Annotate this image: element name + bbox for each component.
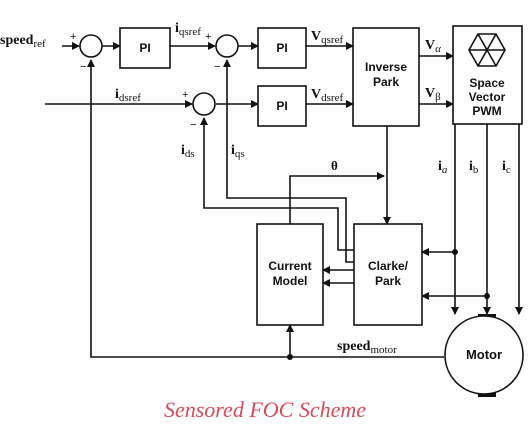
svg-text:Model: Model (273, 274, 308, 288)
svg-text:−: − (190, 119, 196, 131)
clarke-park-block: Clarke/ Park (353, 223, 423, 326)
motor-icon: Motor (444, 314, 524, 397)
svg-text:Park: Park (375, 274, 401, 288)
iq-summer (215, 34, 239, 58)
svg-text:Park: Park (373, 75, 399, 89)
label-vdsref: Vdsref (311, 87, 343, 104)
label-iqsref: iqsref (175, 21, 201, 38)
hexagon-icon (468, 33, 506, 67)
pi-q-block: PI (257, 27, 307, 69)
svpwm-block: Space Vector PWM (452, 25, 523, 125)
svg-text:+: + (182, 89, 188, 101)
label-theta: θ (331, 158, 338, 173)
svg-text:Current: Current (268, 259, 311, 273)
svg-text:PWM: PWM (472, 104, 501, 118)
inverse-park-block: Inverse Park (352, 27, 420, 127)
label-vqsref: Vqsref (311, 29, 343, 46)
label-idsref: idsref (115, 87, 141, 104)
pi-d-block: PI (257, 85, 307, 127)
label-vbeta: Vβ (425, 86, 441, 103)
svg-text:PI: PI (276, 99, 287, 113)
label-valpha: Vα (425, 38, 441, 55)
svg-text:PI: PI (139, 41, 150, 55)
label-ic: ic (502, 159, 511, 176)
svg-text:+: + (205, 31, 211, 43)
label-ids: ids (181, 143, 195, 160)
svg-text:Space: Space (469, 76, 505, 90)
svg-text:−: − (80, 61, 86, 73)
signal-labels: speedref iqsref idsref Vqsref Vdsref Vα … (0, 21, 511, 356)
summer-signs: + − + − + − (70, 31, 220, 131)
label-ib: ib (469, 159, 479, 176)
label-ia: ia (438, 159, 448, 176)
svg-text:+: + (70, 31, 76, 43)
svg-text:−: − (214, 61, 220, 73)
svg-text:PI: PI (276, 41, 287, 55)
current-model-block: Current Model (256, 223, 324, 326)
speed-summer (79, 34, 103, 58)
svg-text:Inverse: Inverse (365, 60, 407, 74)
sum-junctions (79, 34, 239, 116)
signal-wires (45, 42, 523, 360)
pi-speed-block: PI (119, 27, 171, 69)
svg-text:Vector: Vector (469, 90, 506, 104)
label-iqs: iqs (231, 143, 245, 160)
id-summer (192, 92, 216, 116)
svg-text:Motor: Motor (466, 347, 502, 362)
svg-text:Clarke/: Clarke/ (368, 259, 409, 273)
label-speed-motor: speedmotor (337, 339, 397, 356)
diagram-caption: Sensored FOC Scheme (164, 397, 366, 422)
label-speed-ref: speedref (0, 33, 46, 50)
